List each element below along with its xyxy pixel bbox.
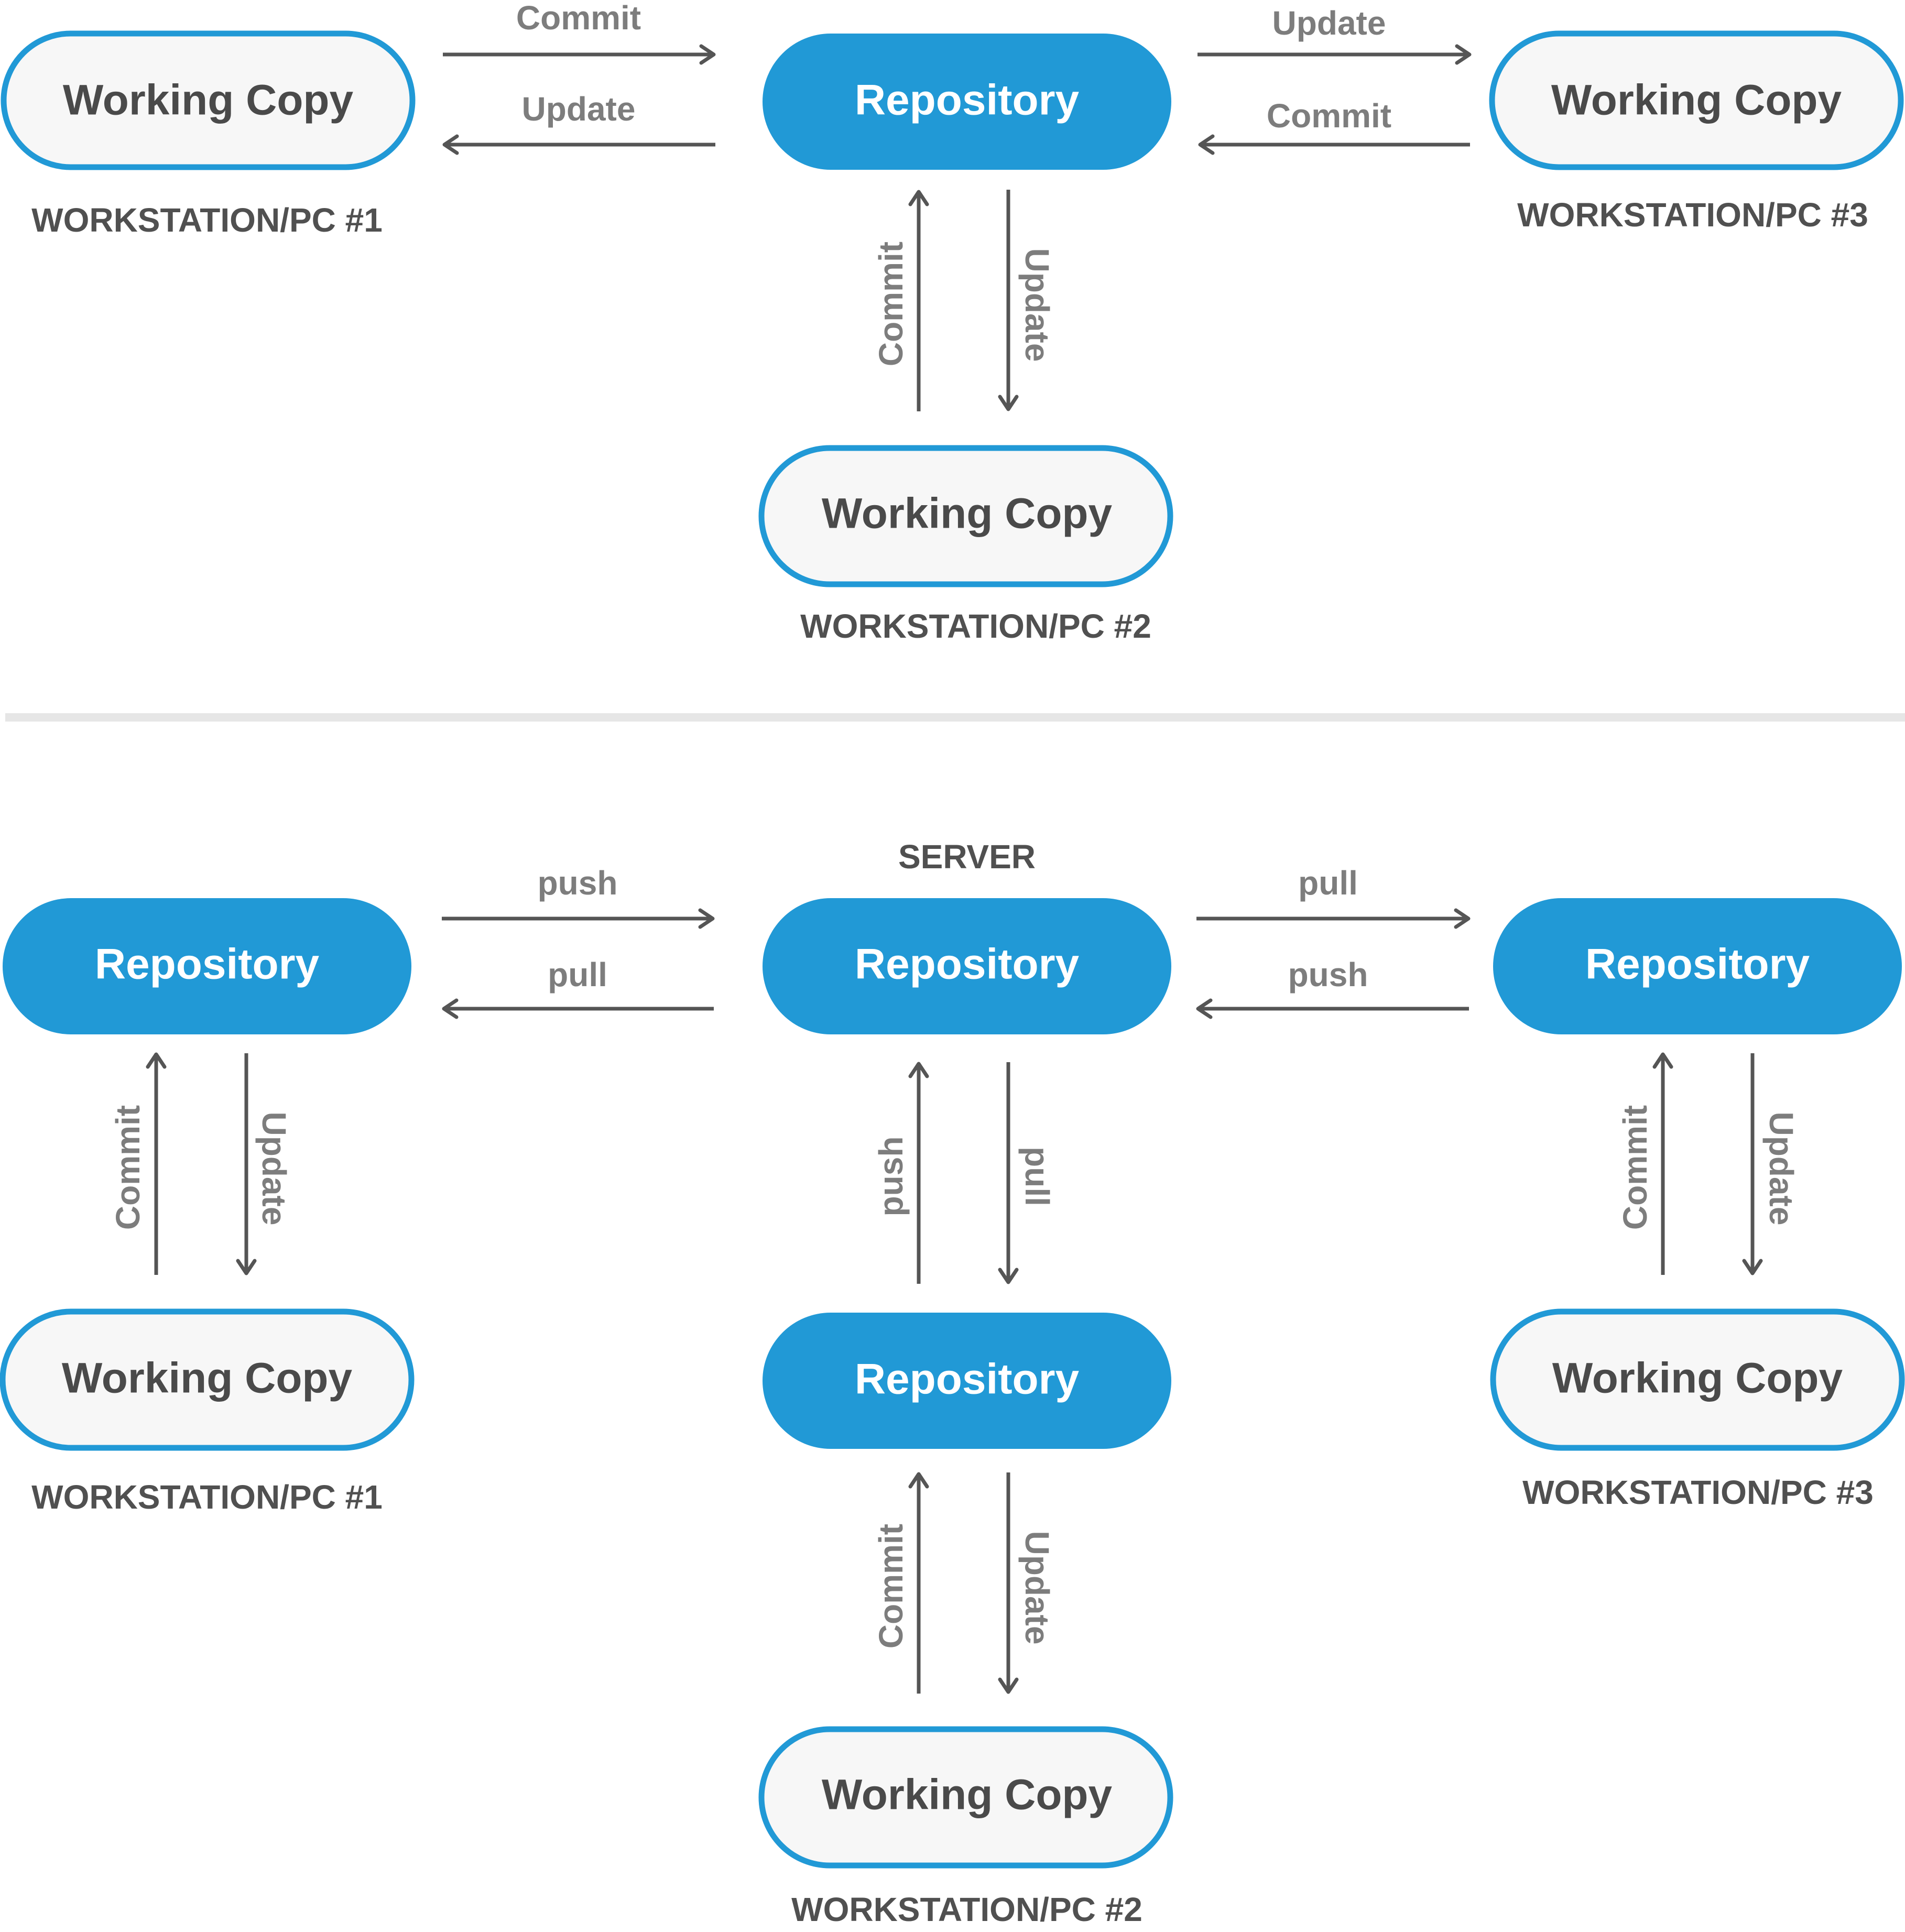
update-arrow-left	[442, 134, 715, 155]
update-arrow-down	[236, 1053, 257, 1275]
edge-label: Update	[255, 1112, 293, 1226]
working-copy-label: Working Copy	[822, 490, 1113, 538]
push-arrow-left	[1196, 998, 1469, 1019]
commit-arrow-left	[1198, 134, 1470, 155]
commit-arrow-right	[443, 44, 716, 65]
edge-label: Commit	[109, 1105, 147, 1230]
centralized-diagram: Working Copy WORKSTATION/PC #1 Repositor…	[1, 0, 1904, 645]
edge-label: Commit	[1267, 97, 1391, 135]
distributed-server-repository[interactable]: Repository	[763, 898, 1171, 1034]
update-arrow-down	[998, 1472, 1019, 1694]
workstation-caption-2: WORKSTATION/PC #2	[800, 607, 1151, 645]
working-copy-label: Working Copy	[63, 77, 354, 124]
workstation-caption-3: WORKSTATION/PC #3	[1517, 196, 1868, 234]
update-arrow-down	[998, 190, 1019, 411]
centralized-working-copy-2[interactable]: Working Copy	[758, 445, 1173, 587]
pull-arrow-right	[1196, 908, 1471, 929]
edge-label: push	[872, 1137, 910, 1217]
centralized-working-copy-3[interactable]: Working Copy	[1489, 30, 1904, 170]
edge-label: Update	[522, 90, 636, 128]
working-copy-shape	[758, 445, 1173, 587]
commit-arrow-up	[146, 1052, 167, 1275]
edge-label: pull	[1018, 1147, 1056, 1206]
working-copy-label: Working Copy	[822, 1771, 1113, 1819]
repository-shape	[3, 898, 411, 1034]
pull-arrow-left	[442, 998, 714, 1019]
update-arrow-right	[1198, 44, 1472, 65]
working-copy-shape	[1490, 1308, 1905, 1451]
push-arrow-up	[908, 1062, 929, 1284]
edge-label: Update	[1762, 1112, 1800, 1226]
working-copy-label: Working Copy	[1551, 77, 1842, 124]
working-copy-shape	[1, 30, 416, 170]
repository-shape	[763, 898, 1171, 1034]
update-arrow-down	[1742, 1053, 1763, 1275]
edge-label: pull	[548, 956, 607, 994]
edge-label: Update	[1272, 4, 1386, 42]
edge-label: push	[538, 864, 618, 902]
workstation-caption-3: WORKSTATION/PC #3	[1522, 1473, 1874, 1511]
edge-label: Update	[1018, 1531, 1056, 1645]
commit-arrow-up	[908, 1472, 929, 1694]
server-caption: SERVER	[898, 838, 1036, 876]
edge-label: Commit	[516, 0, 641, 37]
repository-shape	[763, 34, 1171, 170]
distributed-working-copy-2[interactable]: Working Copy	[758, 1726, 1173, 1869]
repository-label: Repository	[95, 941, 320, 988]
pull-arrow-down	[998, 1062, 1019, 1284]
commit-arrow-up	[908, 190, 929, 411]
repository-label: Repository	[1585, 941, 1810, 988]
working-copy-shape	[758, 1726, 1173, 1869]
edge-label: push	[1288, 956, 1368, 994]
section-divider	[5, 713, 1905, 722]
edge-label: pull	[1298, 864, 1358, 902]
workstation-caption-1: WORKSTATION/PC #1	[31, 1478, 383, 1516]
workstation-caption-1: WORKSTATION/PC #1	[31, 201, 383, 239]
working-copy-label: Working Copy	[62, 1355, 353, 1402]
working-copy-shape	[1489, 30, 1904, 170]
distributed-diagram: SERVER Repository Repository Repository …	[0, 838, 1905, 1928]
workstation-caption-2: WORKSTATION/PC #2	[791, 1891, 1142, 1928]
repository-label: Repository	[855, 941, 1080, 988]
edge-label: Update	[1018, 248, 1056, 362]
distributed-working-copy-1[interactable]: Working Copy	[0, 1308, 415, 1451]
distributed-repository-3[interactable]: Repository	[1493, 898, 1902, 1034]
edge-label: Commit	[1616, 1105, 1654, 1230]
edge-label: Commit	[872, 242, 910, 366]
repository-shape	[1493, 898, 1902, 1034]
distributed-repository-1[interactable]: Repository	[3, 898, 411, 1034]
edge-label: Commit	[872, 1524, 910, 1649]
distributed-working-copy-3[interactable]: Working Copy	[1490, 1308, 1905, 1451]
commit-arrow-up	[1652, 1052, 1673, 1275]
repository-label: Repository	[855, 77, 1080, 124]
working-copy-label: Working Copy	[1552, 1355, 1843, 1402]
distributed-repository-2[interactable]: Repository	[763, 1313, 1171, 1449]
repository-label: Repository	[855, 1356, 1080, 1403]
centralized-repository[interactable]: Repository	[763, 34, 1171, 170]
centralized-working-copy-1[interactable]: Working Copy	[1, 30, 416, 170]
push-arrow-right	[442, 908, 715, 929]
repository-shape	[763, 1313, 1171, 1449]
working-copy-shape	[0, 1308, 415, 1451]
